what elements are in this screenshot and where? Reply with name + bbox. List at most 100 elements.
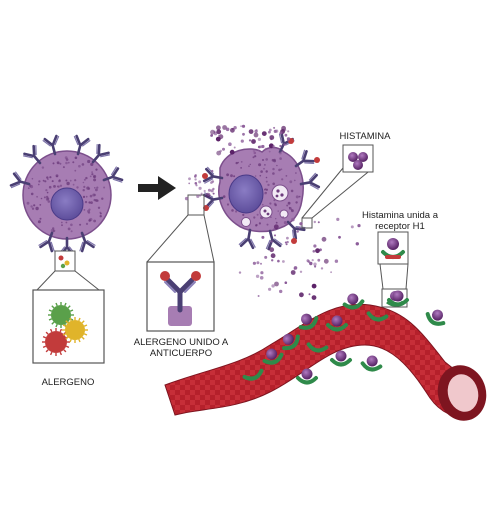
histamine-particle	[338, 235, 341, 239]
mast-cell-left	[9, 134, 125, 291]
histamine-particle	[269, 247, 275, 253]
histamine-particle	[240, 125, 243, 128]
histamine-particle	[282, 260, 285, 263]
histamine-particle	[279, 144, 282, 148]
histamine-particle	[308, 293, 311, 296]
histamine-particle	[314, 265, 317, 268]
histamine-particle	[284, 281, 288, 285]
histamine-particle	[260, 262, 262, 265]
histamine-particle	[296, 230, 299, 233]
histamine-particle	[242, 132, 245, 136]
allergen-label: ALERGENO	[41, 377, 95, 388]
histamine-particle	[311, 295, 317, 300]
histamine-particle	[195, 184, 198, 187]
histamine-particle	[284, 241, 287, 244]
histamine-particle	[255, 274, 260, 278]
histamine-particle	[268, 130, 271, 134]
histamine-particle	[279, 131, 283, 135]
receptor-icon	[360, 355, 383, 372]
histamine-particle	[228, 142, 232, 146]
histamine-particle	[248, 129, 254, 135]
histamine-particle	[268, 150, 271, 153]
histamine-particle	[252, 149, 256, 153]
allergen-panel	[32, 289, 105, 364]
histamine-icon	[348, 152, 368, 170]
histamine-particle	[357, 224, 361, 228]
histamine-particle	[194, 174, 197, 177]
histamine-particle	[273, 224, 279, 230]
histamine-particle	[312, 250, 316, 253]
histamine-particle	[194, 182, 198, 185]
histamine-particle	[211, 169, 214, 173]
receptor-icon	[262, 348, 284, 365]
histamine-particle	[287, 130, 290, 133]
histamine-label: HISTAMINA	[339, 131, 391, 142]
histamine-particle	[279, 151, 282, 155]
receptor-icon	[296, 368, 318, 385]
histamine-particle	[283, 221, 287, 225]
allergen-bound-label-line1: ALERGENO UNIDO A	[133, 337, 229, 348]
histamine-particle	[188, 182, 191, 185]
histamine-particle	[207, 188, 211, 192]
histamine-particle	[311, 283, 317, 289]
histamine-particle	[299, 222, 303, 226]
histamine-particle	[334, 259, 339, 263]
histamine-panel	[342, 144, 374, 173]
histamine-particle	[313, 220, 316, 224]
histamine-particle	[194, 178, 197, 181]
histamine-particle	[222, 147, 225, 151]
allergen-antibody-panel	[146, 261, 215, 332]
histamine-particle	[215, 136, 221, 142]
histamine-particle	[230, 127, 235, 133]
receptor-icon	[342, 293, 365, 310]
histamine-particle	[317, 258, 321, 262]
histamine-bound-label-line2: receptor H1	[375, 221, 425, 232]
histamine-particle	[259, 276, 264, 280]
histamine-particle	[252, 261, 256, 265]
histamine-particle	[275, 129, 279, 133]
histamine-particle	[196, 194, 200, 198]
histamine-particle	[321, 236, 327, 242]
receptor-icon	[366, 311, 389, 322]
blood-vessel-icon	[164, 303, 487, 421]
histamine-particle	[284, 133, 288, 137]
histamine-particle	[251, 139, 256, 144]
histamine-particle	[298, 226, 301, 229]
histamine-particle	[287, 139, 290, 142]
histamine-particle	[299, 270, 303, 273]
histamine-particle	[306, 259, 310, 263]
histamine-particle	[271, 259, 274, 262]
allergen-yellow-icon	[62, 317, 88, 343]
histamine-particle	[279, 289, 283, 294]
cell-nucleus	[50, 187, 84, 221]
histamine-particle	[218, 134, 220, 137]
histamine-particle	[323, 258, 329, 264]
histamine-particle	[350, 225, 354, 229]
histamine-particle	[274, 234, 276, 237]
histamine-particle	[257, 145, 261, 149]
histamine-particle	[256, 261, 260, 265]
cell-granules	[26, 156, 106, 233]
histamine-particle	[257, 137, 261, 141]
histamine-particle	[277, 259, 280, 263]
histamine-particle	[188, 177, 191, 181]
histamine-particle	[299, 292, 304, 298]
histamine-particle	[255, 129, 258, 132]
receptor-icon	[306, 342, 329, 353]
histamine-particle	[184, 196, 189, 201]
histamine-particle	[233, 146, 236, 149]
receptor-icon	[282, 333, 300, 351]
histamine-particle	[317, 221, 320, 224]
histamine-particle	[281, 125, 286, 131]
cell-granules	[222, 155, 302, 227]
histamine-particle	[233, 126, 237, 130]
histamine-particle	[286, 240, 289, 244]
receptor-icon	[387, 290, 409, 307]
histamine-particle	[273, 126, 276, 129]
histamine-particle	[271, 284, 275, 288]
histamine-particle	[330, 271, 332, 274]
histamine-particle	[336, 217, 340, 221]
antibody-icon	[160, 271, 201, 326]
